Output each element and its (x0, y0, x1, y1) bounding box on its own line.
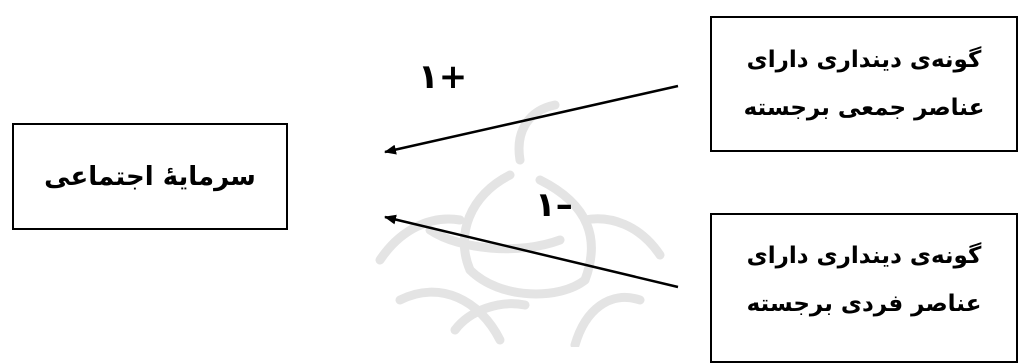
connector-arrows (384, 84, 679, 289)
node-social-capital: سرمایهٔ اجتماعی (12, 123, 288, 230)
node-collective-religiosity: گونه‌ی دینداری دارای عناصر جمعی برجسته (710, 16, 1018, 152)
node-individual-line2: عناصر فردی برجسته (746, 291, 982, 317)
node-individual-line1: گونه‌ی دینداری دارای (746, 243, 982, 269)
arrow-positive (384, 84, 679, 155)
node-collective-line2: عناصر جمعی برجسته (743, 95, 985, 121)
node-social-capital-label: سرمایهٔ اجتماعی (44, 161, 256, 192)
edge-label-negative: ۱– (535, 185, 573, 225)
arrow-negative (384, 214, 679, 289)
node-individual-religiosity: گونه‌ی دینداری دارای عناصر فردی برجسته (710, 213, 1018, 363)
edge-label-positive: ۱+ (418, 57, 468, 97)
background-watermark (375, 100, 665, 347)
node-collective-line1: گونه‌ی دینداری دارای (746, 47, 982, 73)
